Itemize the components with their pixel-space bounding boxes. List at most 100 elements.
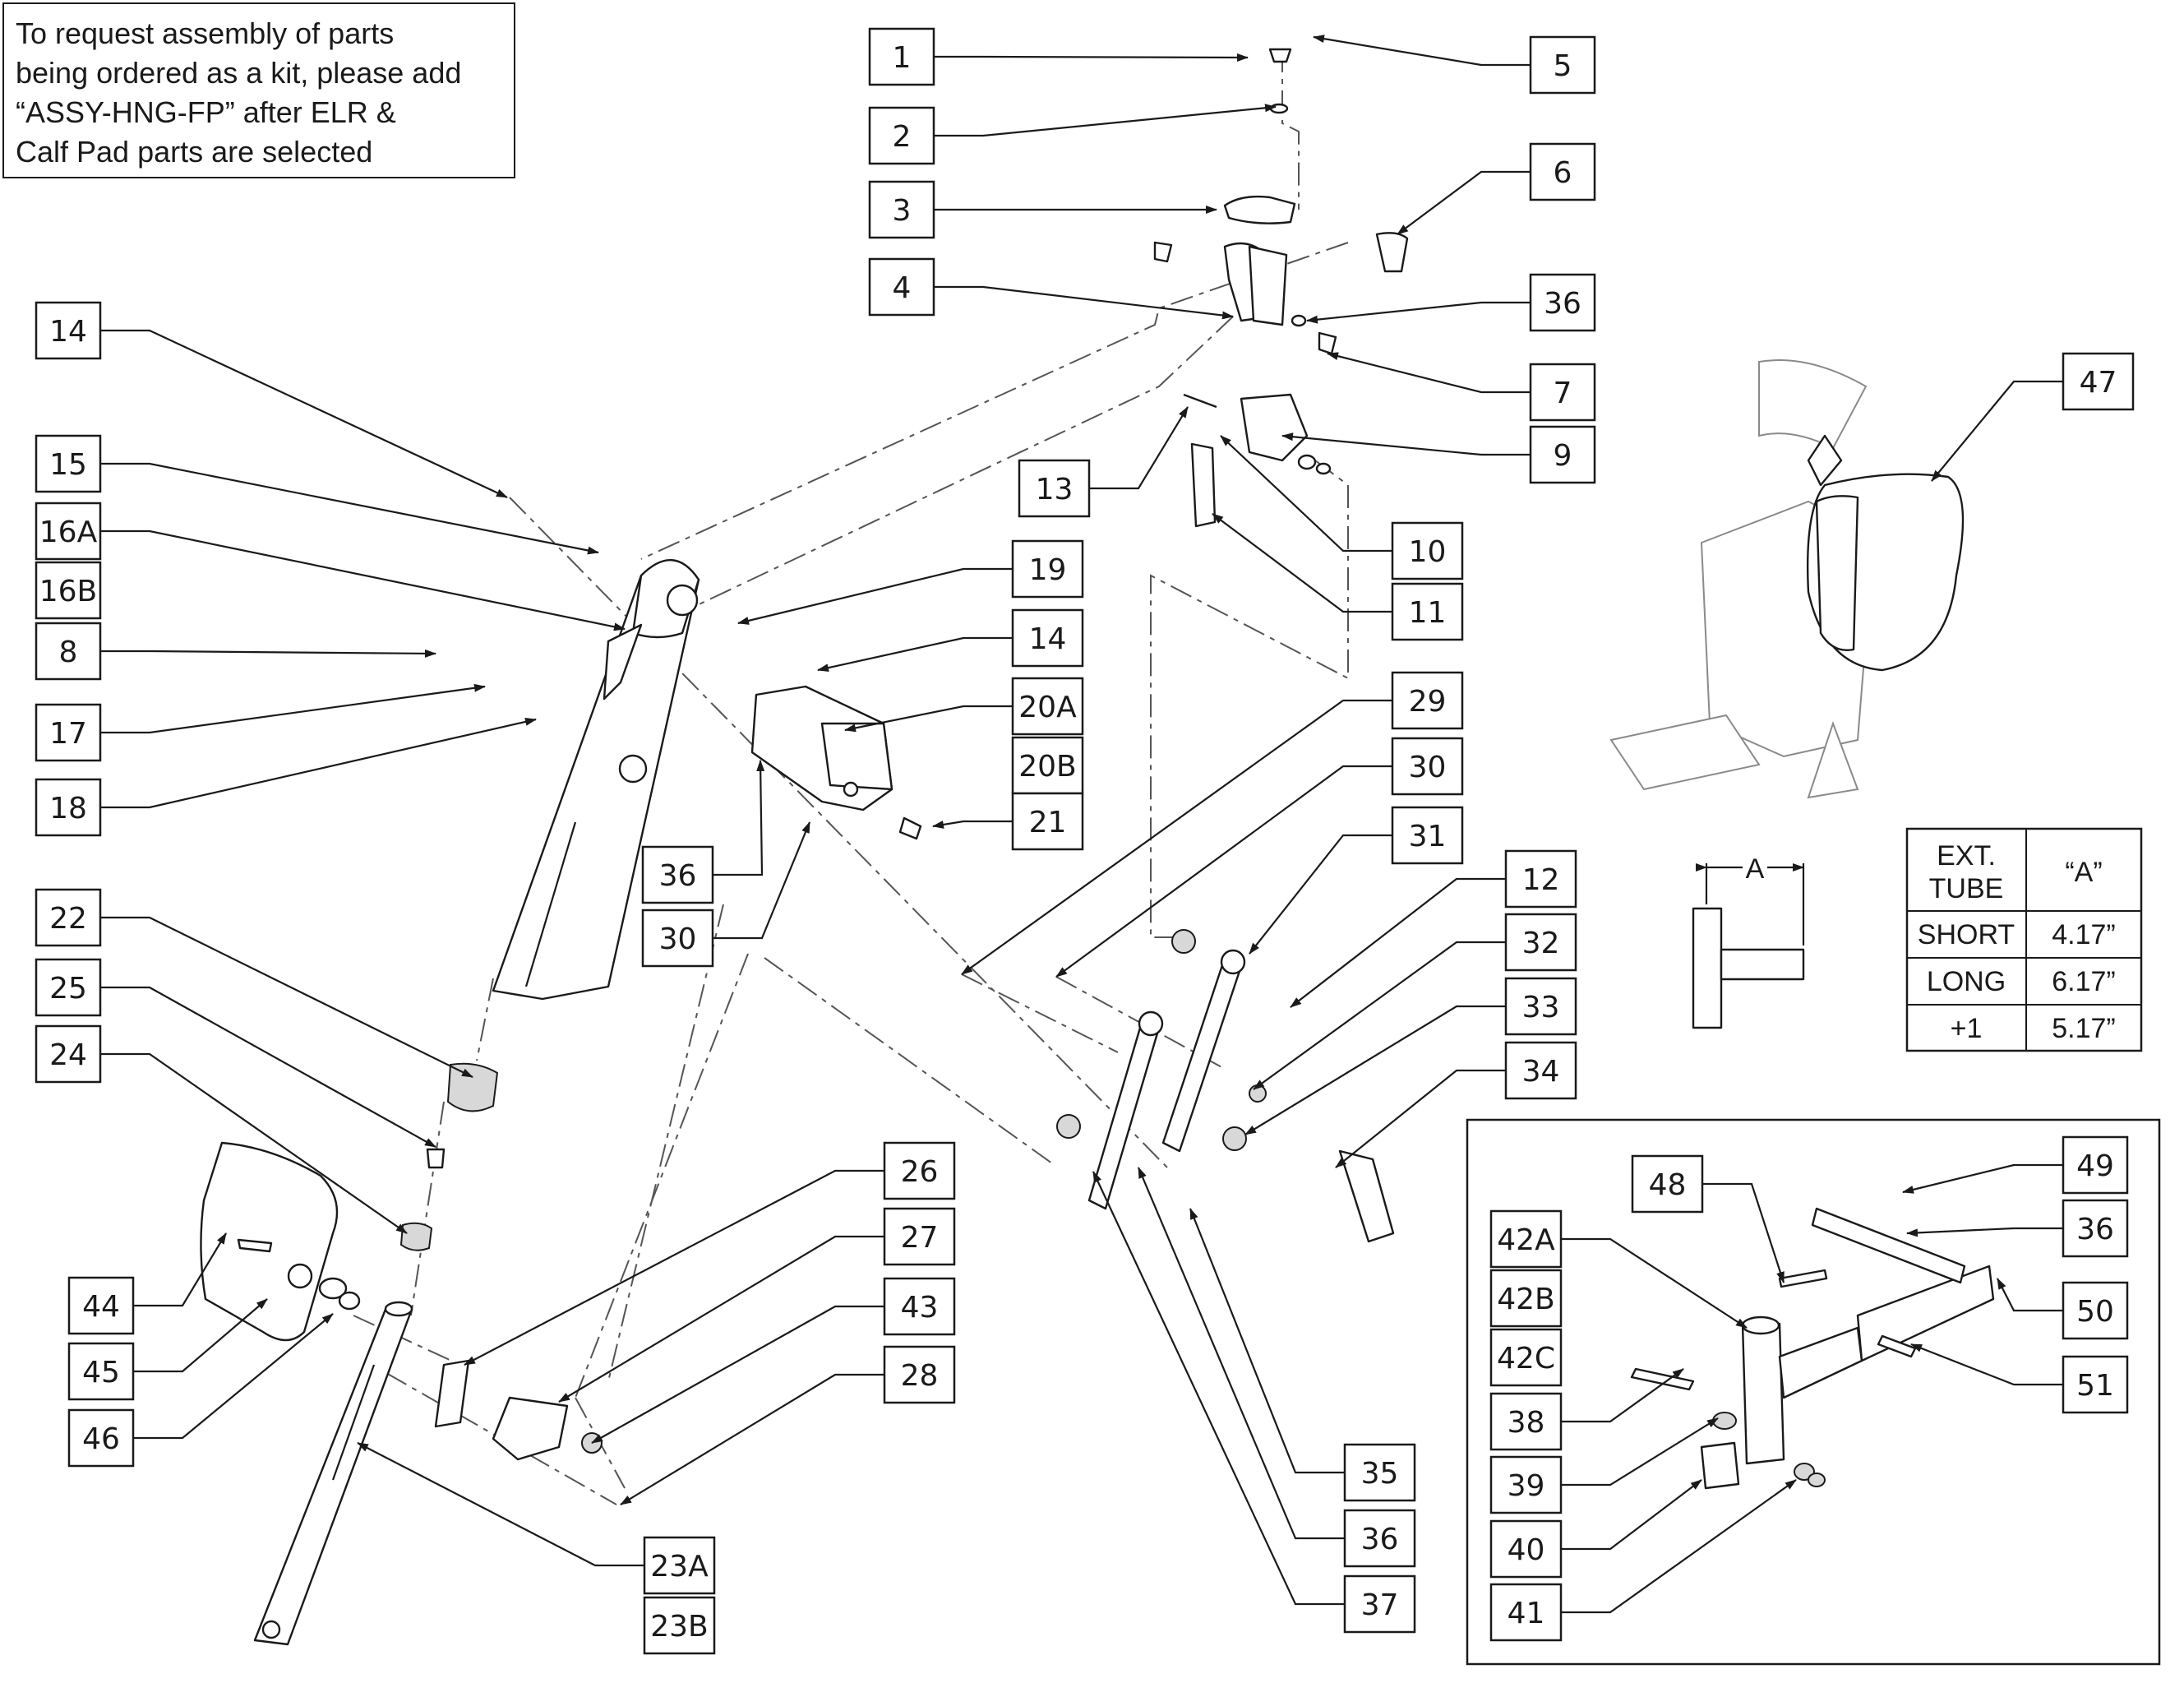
callout-box — [641, 845, 714, 904]
callout-25: 25 — [35, 958, 102, 1017]
callout-number: 12 — [1522, 863, 1560, 897]
leader-line — [357, 1442, 644, 1567]
callout-42C: 42C — [1489, 1328, 1563, 1387]
callout-39: 39 — [1489, 1455, 1563, 1514]
lower-tube — [253, 1301, 413, 1646]
callout-number: 6 — [1554, 156, 1572, 190]
leg-rest-tube — [492, 559, 700, 1001]
callout-29: 29 — [1391, 671, 1464, 730]
callout-number: 20A — [1018, 691, 1077, 724]
callout-2: 2 — [868, 106, 935, 165]
callout-box — [1011, 608, 1084, 668]
leader-line — [1249, 834, 1392, 955]
callout-number: 16A — [39, 516, 98, 549]
leader-line — [100, 529, 626, 631]
callout-40: 40 — [1489, 1519, 1563, 1579]
leader-line — [713, 760, 765, 876]
callout-box — [35, 958, 102, 1017]
leader-line — [1281, 432, 1531, 456]
leader-line — [1561, 1479, 1702, 1551]
callout-box — [868, 106, 935, 165]
callout-36: 36 — [1343, 1509, 1416, 1568]
callout-number: 11 — [1409, 596, 1447, 630]
callout-number: 41 — [1508, 1597, 1545, 1630]
callout-37: 37 — [1343, 1574, 1416, 1634]
callout-number: 4 — [893, 271, 912, 305]
callout-number: 48 — [1649, 1168, 1687, 1202]
leader-line — [934, 53, 1249, 62]
callout-49: 49 — [2062, 1135, 2129, 1195]
callout-number: 37 — [1361, 1588, 1399, 1622]
callout-14: 14 — [35, 301, 102, 360]
callout-number: 20B — [1018, 750, 1077, 784]
callout-box — [1504, 913, 1577, 972]
callout-18: 18 — [35, 778, 102, 837]
leader-line — [100, 649, 436, 658]
callout-number: 9 — [1554, 439, 1572, 473]
callout-number: 35 — [1361, 1457, 1399, 1491]
callout-9: 9 — [1529, 425, 1596, 484]
callout-box — [643, 1596, 716, 1655]
callout-box — [35, 622, 102, 681]
leader-line — [464, 1169, 884, 1366]
extension-tube-inset — [1466, 1118, 2161, 1666]
callout-number: 36 — [659, 859, 697, 893]
callout-box — [1489, 1455, 1563, 1514]
leader-line — [1997, 1278, 2063, 1312]
callout-28: 28 — [883, 1345, 956, 1404]
leader-line — [1561, 1479, 1797, 1614]
callout-box — [1529, 273, 1596, 332]
callout-box — [883, 1141, 956, 1200]
lower-bracket — [434, 1359, 603, 1461]
callout-number: 15 — [49, 448, 87, 482]
callout-number: 39 — [1508, 1469, 1545, 1503]
callout-box — [35, 888, 102, 947]
callout-number: 26 — [901, 1155, 939, 1189]
callout-box — [1489, 1583, 1563, 1642]
callout-box — [1489, 1209, 1563, 1269]
callout-box — [1529, 142, 1596, 201]
callout-46: 46 — [67, 1408, 135, 1468]
leader-line — [100, 329, 508, 498]
callout-box — [2062, 1135, 2129, 1195]
callout-box — [1489, 1328, 1563, 1387]
top-hardware — [1153, 48, 1409, 355]
callout-number: 17 — [49, 717, 87, 751]
callout-number: 32 — [1522, 927, 1560, 960]
leader-line — [1561, 1417, 1719, 1486]
leader-line — [1189, 1208, 1345, 1474]
callout-box — [883, 1207, 956, 1266]
callout-box — [1529, 425, 1596, 484]
leader-line — [1931, 380, 2063, 482]
dimension-detail: A — [1692, 853, 1805, 1029]
callout-number: 3 — [893, 194, 912, 228]
table-header-tube: TUBE — [1929, 873, 2004, 904]
callout-box — [1343, 1443, 1416, 1502]
leader-line — [1220, 435, 1392, 553]
elr-reference-view — [1609, 359, 1965, 799]
callout-box — [2062, 1355, 2129, 1414]
callout-42A: 42A — [1489, 1209, 1563, 1269]
callout-number: 19 — [1029, 553, 1067, 587]
callout-number: 10 — [1409, 535, 1447, 569]
callout-number: 21 — [1029, 806, 1067, 839]
callout-leaders — [100, 35, 2063, 1614]
leader-line — [1306, 301, 1531, 324]
calf-pad — [200, 1141, 361, 1342]
callout-number: 22 — [49, 902, 87, 936]
callout-box — [67, 1342, 135, 1401]
link-arms — [1056, 929, 1395, 1243]
leader-line — [1397, 170, 1531, 235]
callout-number: 36 — [1544, 287, 1581, 321]
leader-line — [737, 567, 1013, 625]
callout-box — [67, 1276, 135, 1335]
callout-number: 8 — [59, 636, 78, 669]
callout-box — [35, 1024, 102, 1084]
callout-box — [1343, 1509, 1416, 1568]
callout-number: 2 — [893, 120, 912, 154]
callout-number: 38 — [1508, 1406, 1545, 1440]
callout-number: 42B — [1497, 1283, 1555, 1316]
callout-box — [1391, 737, 1464, 796]
callout-box — [1343, 1574, 1416, 1634]
callout-48: 48 — [1631, 1154, 1704, 1214]
